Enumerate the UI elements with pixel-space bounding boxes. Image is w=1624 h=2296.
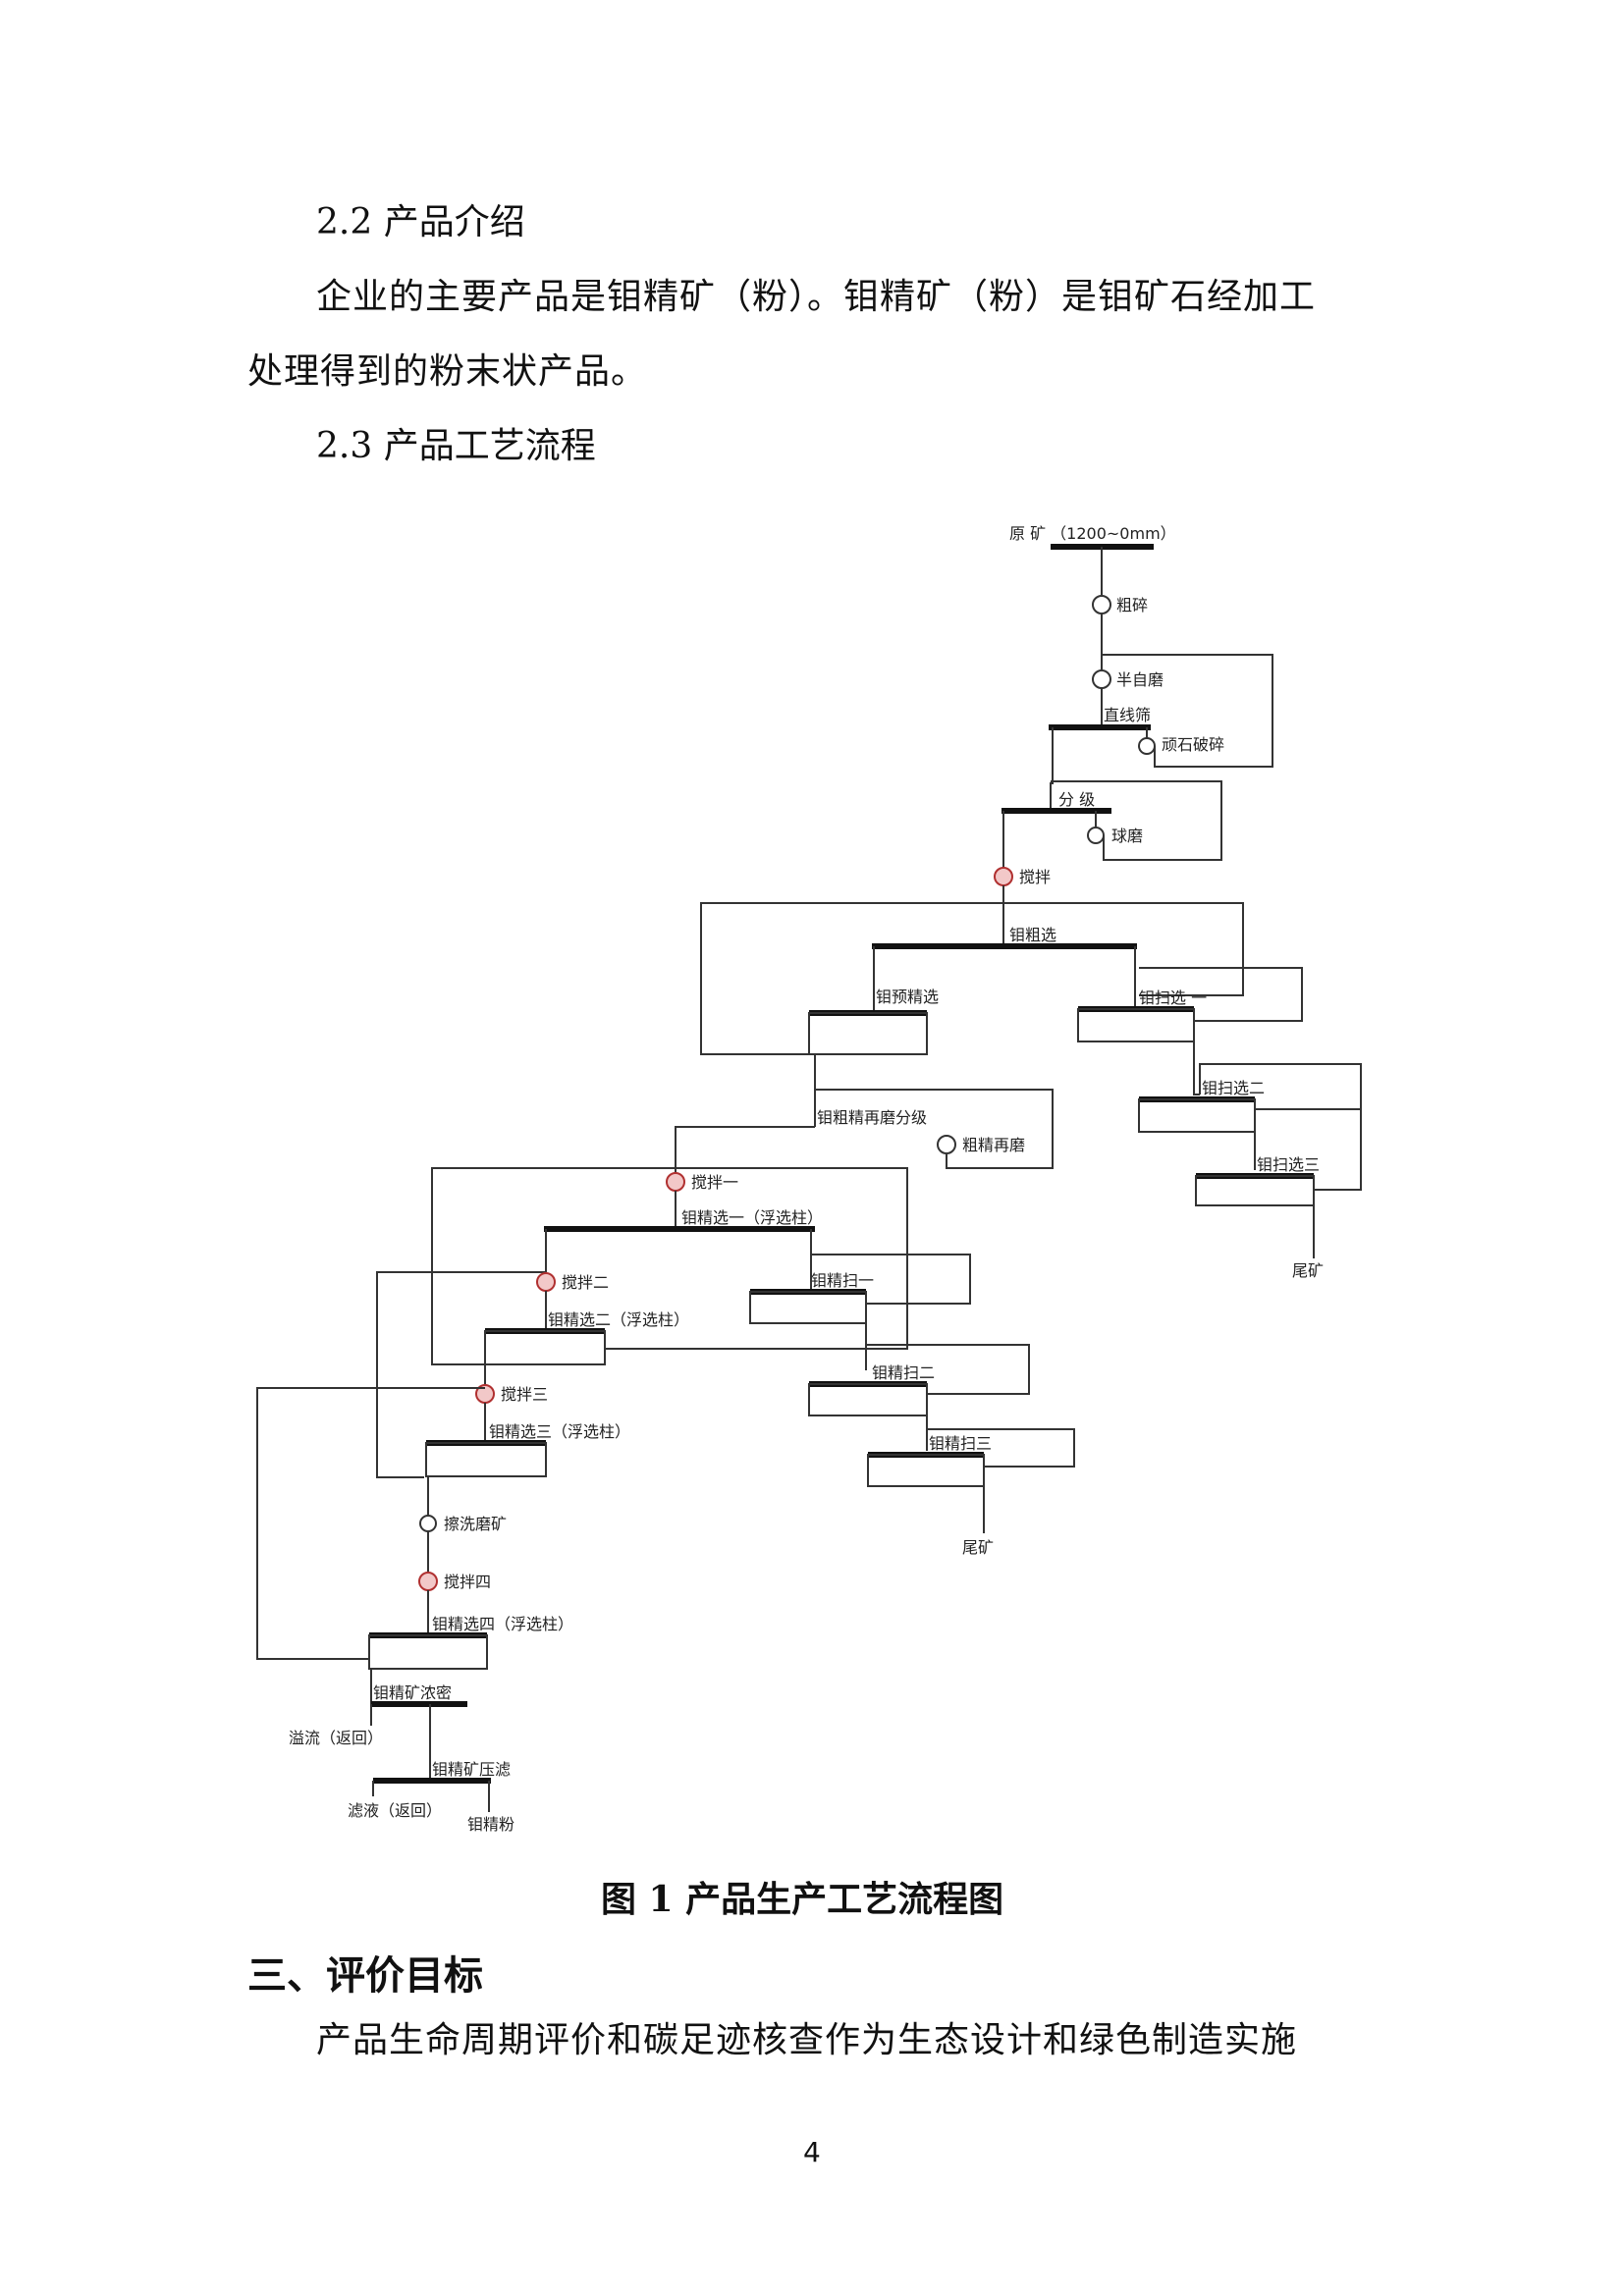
label-raw-ore: 原 矿 （1200~0mm） — [1009, 524, 1176, 543]
box-mo-scav3 — [1195, 1175, 1315, 1206]
label-cleaner4: 钼精选四（浮选柱） — [432, 1615, 573, 1633]
label-stir1: 搅拌一 — [691, 1173, 738, 1192]
box-mo-scav2 — [1138, 1098, 1256, 1133]
label-thicken: 钼精矿浓密 — [373, 1683, 452, 1702]
label-mo-pre-cleaner: 钼预精选 — [876, 988, 939, 1006]
mix-stir — [994, 867, 1013, 886]
node-sag-mill — [1092, 669, 1111, 689]
label-regrind: 粗精再磨 — [962, 1136, 1025, 1154]
label-overflow: 溢流（返回） — [289, 1729, 383, 1747]
label-stir4: 搅拌四 — [444, 1573, 491, 1591]
label-pebble-crush: 顽石破碎 — [1162, 735, 1224, 754]
label-mo-powder: 钼精粉 — [467, 1815, 514, 1834]
label-tailings-2: 尾矿 — [962, 1538, 994, 1557]
box-cleaner3 — [425, 1442, 547, 1477]
node-ball-mill — [1087, 827, 1105, 844]
node-scrub-mill — [419, 1515, 437, 1532]
label-regrind-classify: 钼粗精再磨分级 — [817, 1108, 927, 1127]
process-flowchart: 原 矿 （1200~0mm） 粗碎 半自磨 直线筛 顽石破碎 分 级 球磨 搅拌… — [256, 524, 1362, 1834]
label-classify: 分 级 — [1058, 790, 1095, 809]
label-stir2: 搅拌二 — [562, 1273, 609, 1292]
page-number: 4 — [803, 2136, 821, 2168]
section-2-2-heading: 2.2 产品介绍 — [316, 202, 525, 242]
node-pebble-crush — [1138, 737, 1156, 755]
paragraph-line: 企业的主要产品是钼精矿（粉）。钼精矿（粉）是钼矿石经加工 — [316, 277, 1317, 317]
paragraph-line: 产品生命周期评价和碳足迹核查作为生态设计和绿色制造实施 — [316, 2020, 1298, 2060]
mix-stir4 — [418, 1572, 438, 1591]
box-mo-pre-cleaner — [808, 1012, 928, 1055]
box-clean-scav2 — [808, 1383, 928, 1416]
label-clean-scav3: 钼精扫三 — [929, 1434, 992, 1453]
box-mo-scav1 — [1077, 1008, 1195, 1042]
label-sag-mill: 半自磨 — [1116, 670, 1164, 689]
label-stir3: 搅拌三 — [501, 1385, 548, 1404]
box-clean-scav1 — [749, 1291, 867, 1324]
node-coarse-crush — [1092, 595, 1111, 614]
label-coarse-crush: 粗碎 — [1116, 596, 1148, 614]
label-stir: 搅拌 — [1019, 868, 1051, 886]
label-clean-scav1: 钼精扫一 — [811, 1271, 874, 1290]
figure-caption: 图 1 产品生产工艺流程图 — [601, 1879, 1004, 1920]
label-clean-scav2: 钼精扫二 — [872, 1363, 935, 1382]
label-mo-rougher: 钼粗选 — [1009, 926, 1056, 944]
label-cleaner2: 钼精选二（浮选柱） — [548, 1310, 689, 1329]
label-tailings-1: 尾矿 — [1292, 1261, 1324, 1280]
label-cleaner1: 钼精选一（浮选柱） — [681, 1208, 823, 1227]
label-mo-scav2: 钼扫选二 — [1202, 1079, 1265, 1097]
mix-stir1 — [666, 1172, 685, 1192]
mix-stir2 — [536, 1272, 556, 1292]
label-cleaner3: 钼精选三（浮选柱） — [489, 1422, 630, 1441]
label-ball-mill: 球磨 — [1111, 827, 1143, 845]
box-cleaner2 — [484, 1330, 606, 1365]
label-linear-screen: 直线筛 — [1104, 706, 1151, 724]
label-scrub-mill: 擦洗磨矿 — [444, 1515, 507, 1533]
box-clean-scav3 — [867, 1454, 985, 1487]
label-filtrate: 滤液（返回） — [348, 1801, 442, 1820]
label-press-filter: 钼精矿压滤 — [432, 1760, 511, 1779]
label-mo-scav1: 钼扫选 一 — [1139, 988, 1207, 1007]
section-3-heading: 三、评价目标 — [247, 1953, 483, 1999]
node-regrind — [937, 1135, 956, 1154]
paragraph-line: 处理得到的粉末状产品。 — [247, 351, 648, 392]
box-cleaner4 — [368, 1634, 488, 1670]
label-mo-scav3: 钼扫选三 — [1257, 1155, 1320, 1174]
section-2-3-heading: 2.3 产品工艺流程 — [316, 426, 596, 466]
